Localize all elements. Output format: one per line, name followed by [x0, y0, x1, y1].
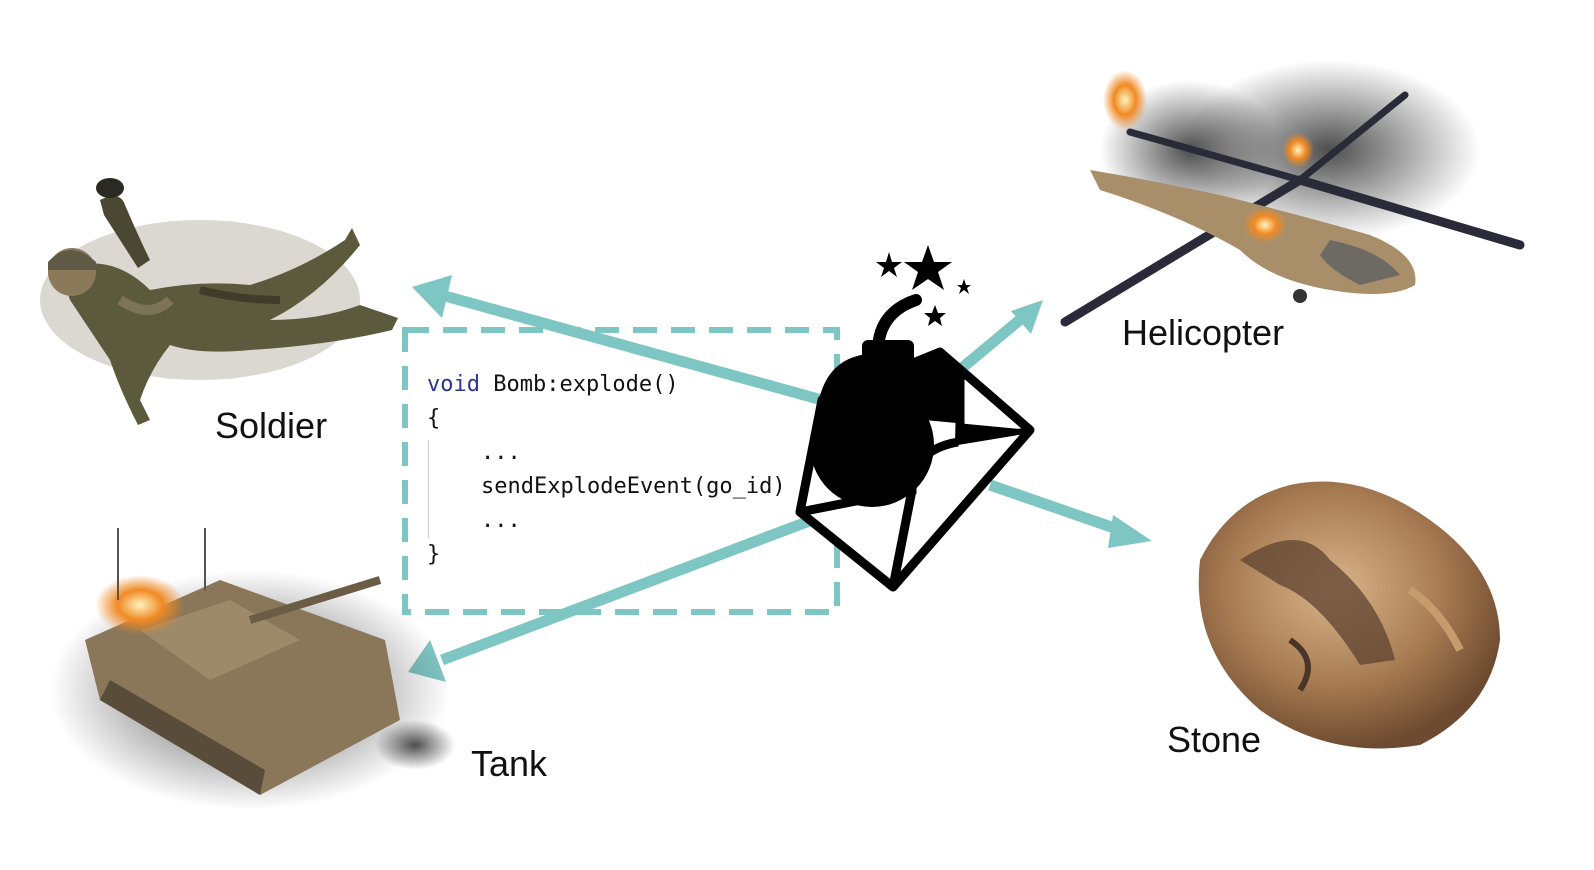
code-snippet: void Bomb:explode() {... sendExplodeEvent(… — [427, 368, 786, 572]
code-indent-guide — [428, 440, 429, 538]
code-line-3: ... — [481, 508, 521, 533]
burning-tank-image — [50, 528, 455, 810]
soldier-image — [40, 178, 398, 425]
arrow-to-stone — [988, 479, 1152, 548]
label-helicopter: Helicopter — [1122, 312, 1285, 353]
code-line-signature: void Bomb:explode() — [427, 368, 786, 402]
label-tank: Tank — [471, 743, 548, 784]
bomb-envelope-icon — [795, 245, 1035, 592]
label-soldier: Soldier — [215, 405, 328, 446]
burning-helicopter-image — [1060, 60, 1525, 327]
code-signature: Bomb:explode() — [479, 372, 679, 397]
code-line-2: sendExplodeEvent(go_id) — [481, 474, 786, 499]
code-keyword: void — [427, 372, 480, 397]
arrow-to-helicopter — [958, 300, 1043, 373]
label-stone: Stone — [1167, 719, 1262, 760]
arrow-to-soldier — [412, 275, 824, 406]
code-open-brace: { — [427, 406, 441, 431]
stone-rock-image — [1198, 481, 1500, 749]
code-line-1: ... — [481, 440, 521, 465]
code-close-brace: } — [427, 542, 441, 567]
